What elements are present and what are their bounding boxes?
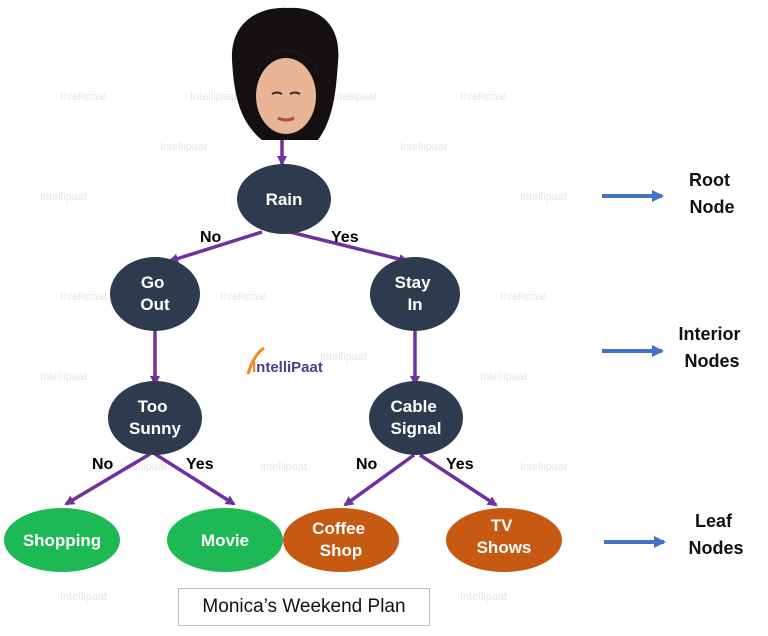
node-tv-shows: TV Shows [446, 508, 562, 572]
watermark-text: Intellipaat [480, 371, 527, 383]
node-go-out: Go Out [110, 257, 200, 331]
watermark-text: Intellipaat [220, 291, 267, 303]
edge-cablesignal-coffeeshop [343, 453, 416, 507]
side-annotation-interior: Interior Nodes [602, 324, 745, 371]
node-stay-in-line2: In [407, 295, 422, 314]
svg-text:IntelliPaat: IntelliPaat [252, 359, 323, 376]
watermark-text: Intellipaat [520, 461, 567, 473]
edge-rain-goout [168, 230, 263, 264]
watermark-text: Intellipaat [500, 291, 547, 303]
svg-text:Coffee Shop: Coffee Shop [312, 519, 370, 560]
logo-text-rest: ntelliPaat [256, 359, 323, 376]
side-label-root-line1: Root [689, 170, 730, 190]
node-coffee-shop-line1: Coffee [312, 519, 365, 538]
tree-edges [64, 140, 498, 507]
node-stay-in-line1: Stay [395, 273, 431, 292]
woman-portrait-icon [231, 7, 339, 140]
side-annotation-leaf: Leaf Nodes [604, 511, 744, 558]
svg-text:Go Out: Go Out [140, 273, 170, 314]
node-too-sunny-line2: Sunny [129, 419, 181, 438]
node-too-sunny: Too Sunny [108, 381, 202, 455]
node-rain: Rain [237, 164, 331, 234]
side-annotation-root: Root Node [602, 170, 735, 217]
node-go-out-line1: Go [141, 273, 165, 292]
side-label-root-line2: Node [690, 197, 735, 217]
node-coffee-shop: Coffee Shop [283, 508, 399, 572]
edge-cablesignal-tvshows [419, 453, 498, 507]
node-movie: Movie [167, 508, 283, 572]
node-rain-label: Rain [266, 190, 303, 209]
svg-text:Leaf Nodes: Leaf Nodes [688, 511, 743, 558]
svg-text:Root Node: Root Node [689, 170, 735, 217]
node-shopping-label: Shopping [23, 531, 101, 550]
svg-text:Interior Nodes: Interior Nodes [678, 324, 745, 371]
side-label-leaf-line2: Nodes [688, 538, 743, 558]
node-cable-signal-line1: Cable [390, 397, 436, 416]
watermark-text: Intellipaat [260, 461, 307, 473]
edge-label-sunny-no: No [92, 456, 114, 473]
watermark-text: Intellipaat [400, 141, 447, 153]
intellipaat-logo: IntelliPaat [246, 346, 323, 376]
edge-label-cable-no: No [356, 456, 378, 473]
side-label-interior-line2: Nodes [684, 351, 739, 371]
svg-text:Too Sunny: Too Sunny [129, 397, 181, 438]
node-movie-label: Movie [201, 531, 249, 550]
node-stay-in: Stay In [370, 257, 460, 331]
svg-text:Cable Signal: Cable Signal [390, 397, 441, 438]
watermark-text: Intellipaat [460, 91, 507, 103]
edge-label-rain-no: No [200, 229, 222, 246]
edge-toosunny-shopping [64, 452, 151, 506]
node-shopping: Shopping [4, 508, 120, 572]
watermark-text: Intellipaat [60, 91, 107, 103]
watermark-text: Intellipaat [160, 141, 207, 153]
edge-label-sunny-yes: Yes [186, 456, 214, 473]
node-tv-shows-line2: Shows [477, 538, 532, 557]
watermark-text: Intellipaat [320, 351, 367, 363]
node-cable-signal-line2: Signal [390, 419, 441, 438]
svg-text:Stay In: Stay In [395, 273, 436, 314]
logo-letter-i: I [252, 359, 256, 376]
watermark-text: Intellipaat [330, 91, 377, 103]
watermark-text: Intellipaat [40, 191, 87, 203]
edge-label-rain-yes: Yes [331, 229, 359, 246]
edge-toosunny-movie [154, 452, 236, 506]
diagram-caption: Monica’s Weekend Plan [178, 588, 430, 626]
watermark-text: Intellipaat [520, 191, 567, 203]
node-coffee-shop-line2: Shop [320, 541, 363, 560]
side-label-interior-line1: Interior [678, 324, 740, 344]
node-cable-signal: Cable Signal [369, 381, 463, 455]
watermark-text: Intellipaat [60, 291, 107, 303]
watermark-text: Intellipaat [40, 371, 87, 383]
node-too-sunny-line1: Too [138, 397, 168, 416]
watermark-text: Intellipaat [460, 591, 507, 603]
svg-text:TV Shows: TV Shows [477, 516, 532, 557]
side-label-leaf-line1: Leaf [695, 511, 733, 531]
watermark-text: Intellipaat [60, 591, 107, 603]
edge-rain-stayin [289, 230, 409, 264]
watermark-text: Intellipaat [190, 91, 237, 103]
edge-label-cable-yes: Yes [446, 456, 474, 473]
node-go-out-line2: Out [140, 295, 170, 314]
node-tv-shows-line1: TV [491, 516, 513, 535]
